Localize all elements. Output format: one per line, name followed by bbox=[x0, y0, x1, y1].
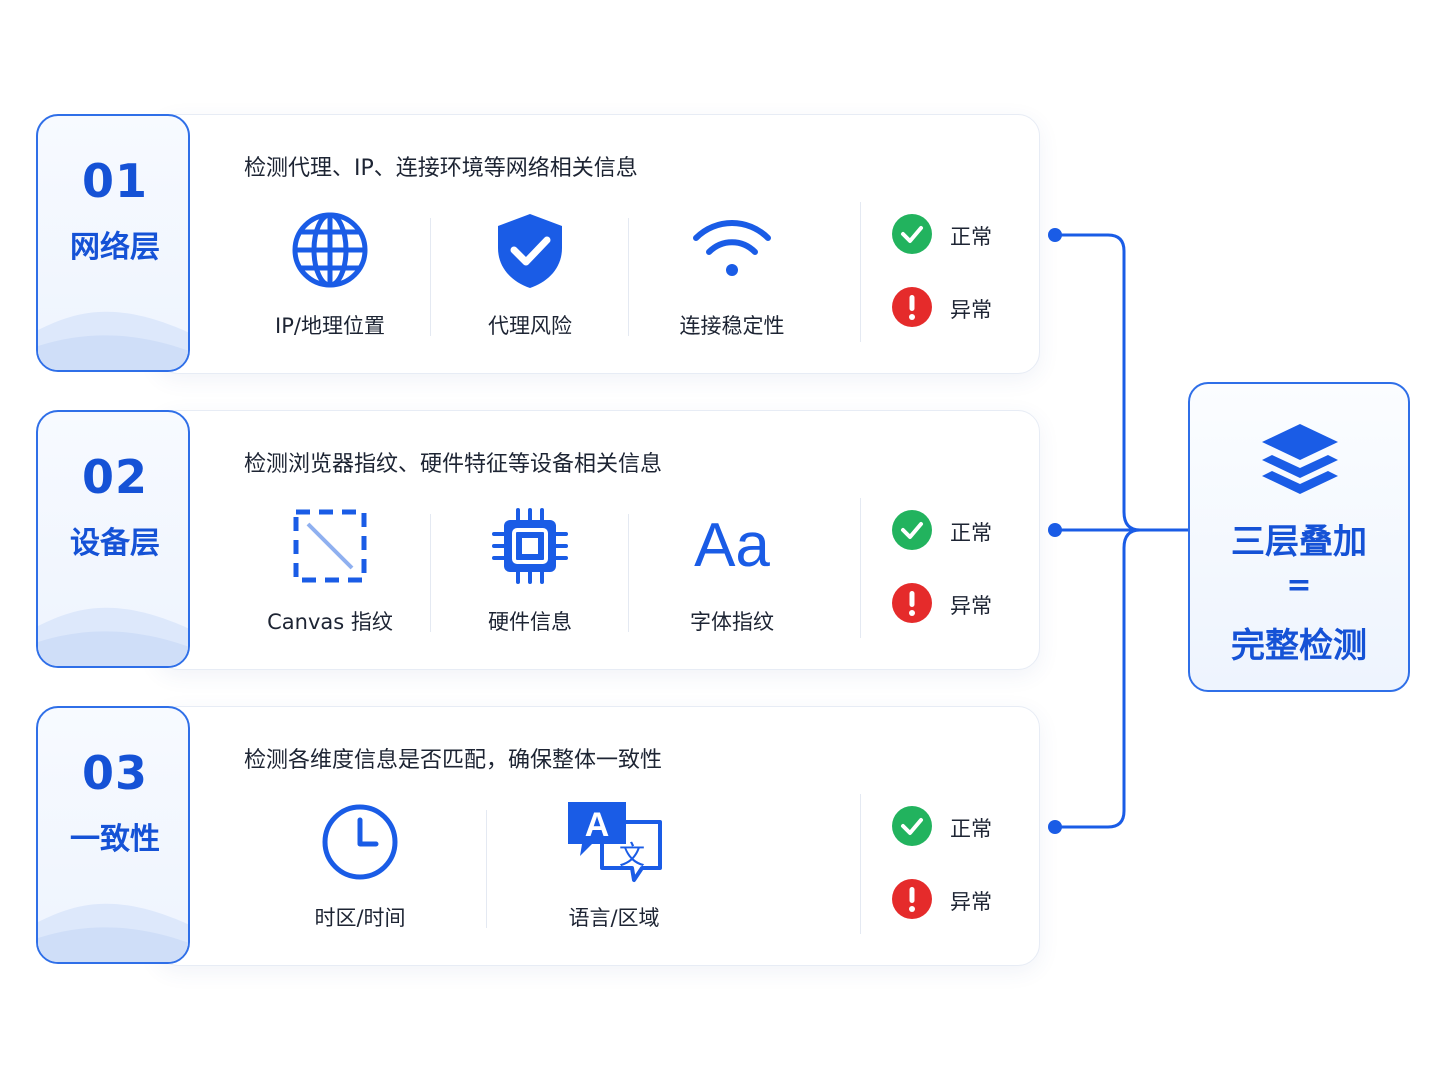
check-item-timezone: 时区/时间 bbox=[262, 802, 458, 942]
wifi-icon bbox=[693, 220, 771, 276]
check-item-label: 字体指纹 bbox=[690, 610, 774, 634]
check-item-label: IP/地理位置 bbox=[275, 314, 385, 338]
translate-glyph-a: A bbox=[585, 806, 610, 844]
layer-title: 网络层 bbox=[70, 230, 160, 265]
check-item-label: 硬件信息 bbox=[488, 610, 572, 634]
translate-icon: A 文 bbox=[568, 802, 662, 882]
check-item-label: 代理风险 bbox=[488, 314, 572, 338]
wave-decoration bbox=[38, 903, 188, 962]
check-item-ip-location: IP/地理位置 bbox=[232, 210, 428, 350]
font-icon: Aa bbox=[694, 511, 770, 580]
status-normal: 正常 bbox=[892, 510, 1032, 554]
divider bbox=[628, 218, 629, 336]
layer-panel-network: 01 网络层 检测代理、IP、连接环境等网络相关信息 IP/地理位置 代理风险 bbox=[36, 114, 1040, 374]
layer-tab: 02 设备层 bbox=[36, 410, 190, 668]
alert-circle-icon bbox=[892, 583, 932, 623]
status-abnormal: 异常 bbox=[892, 583, 1032, 627]
check-item-canvas: Canvas 指纹 bbox=[232, 506, 428, 646]
layer-card bbox=[156, 410, 1040, 670]
wave-decoration bbox=[38, 311, 188, 370]
layer-description: 检测各维度信息是否匹配，确保整体一致性 bbox=[244, 748, 663, 773]
divider bbox=[430, 218, 431, 336]
alert-circle-icon bbox=[892, 879, 932, 919]
layer-description: 检测代理、IP、连接环境等网络相关信息 bbox=[244, 156, 638, 181]
layer-number: 02 bbox=[81, 450, 148, 504]
check-circle-icon bbox=[892, 214, 932, 254]
check-item-hardware: 硬件信息 bbox=[432, 506, 628, 646]
check-item-label: 连接稳定性 bbox=[679, 314, 785, 338]
divider bbox=[486, 810, 487, 928]
check-item-language: A 文 语言/区域 bbox=[516, 802, 712, 942]
layer-title: 设备层 bbox=[70, 526, 160, 561]
summary-equals: = bbox=[1286, 568, 1312, 603]
status-label: 异常 bbox=[950, 298, 992, 322]
status-label: 异常 bbox=[950, 890, 992, 914]
divider bbox=[430, 514, 431, 632]
chip-icon bbox=[492, 508, 568, 584]
layer-number: 03 bbox=[81, 746, 148, 800]
status-label: 正常 bbox=[950, 817, 992, 841]
status-abnormal: 异常 bbox=[892, 287, 1032, 331]
layer-tab: 01 网络层 bbox=[36, 114, 190, 372]
status-normal: 正常 bbox=[892, 806, 1032, 850]
status-label: 正常 bbox=[950, 521, 992, 545]
check-item-proxy-risk: 代理风险 bbox=[432, 210, 628, 350]
check-circle-icon bbox=[892, 510, 932, 550]
check-item-label: 语言/区域 bbox=[568, 906, 660, 930]
status-abnormal: 异常 bbox=[892, 879, 1032, 923]
summary-title: 三层叠加 bbox=[1231, 522, 1367, 562]
canvas-icon bbox=[293, 509, 367, 583]
layer-tab: 03 一致性 bbox=[36, 706, 190, 964]
check-item-connection: 连接稳定性 bbox=[634, 210, 830, 350]
check-circle-icon bbox=[892, 806, 932, 846]
divider bbox=[628, 514, 629, 632]
divider bbox=[860, 202, 861, 342]
alert-circle-icon bbox=[892, 287, 932, 327]
clock-icon bbox=[322, 804, 398, 880]
divider bbox=[860, 498, 861, 638]
check-item-font: Aa 字体指纹 bbox=[634, 506, 830, 646]
layer-card bbox=[156, 114, 1040, 374]
layer-number: 01 bbox=[81, 154, 148, 208]
status-label: 异常 bbox=[950, 594, 992, 618]
layers-icon bbox=[1262, 424, 1338, 494]
status-normal: 正常 bbox=[892, 214, 1032, 258]
summary-box: 三层叠加 = 完整检测 bbox=[1188, 382, 1410, 692]
wave-decoration bbox=[38, 607, 188, 666]
summary-result: 完整检测 bbox=[1231, 626, 1367, 666]
shield-check-icon bbox=[498, 214, 562, 288]
divider bbox=[860, 794, 861, 934]
layer-panel-device: 02 设备层 检测浏览器指纹、硬件特征等设备相关信息 Canvas 指纹 硬件信… bbox=[36, 410, 1040, 670]
status-label: 正常 bbox=[950, 225, 992, 249]
layer-title: 一致性 bbox=[70, 822, 160, 857]
check-item-label: Canvas 指纹 bbox=[267, 610, 393, 634]
check-item-label: 时区/时间 bbox=[314, 906, 406, 930]
layer-description: 检测浏览器指纹、硬件特征等设备相关信息 bbox=[244, 452, 663, 477]
globe-icon bbox=[292, 212, 368, 288]
layer-panel-consistency: 03 一致性 检测各维度信息是否匹配，确保整体一致性 时区/时间 A 文 语言/… bbox=[36, 706, 1040, 966]
translate-glyph-b: 文 bbox=[619, 841, 645, 871]
